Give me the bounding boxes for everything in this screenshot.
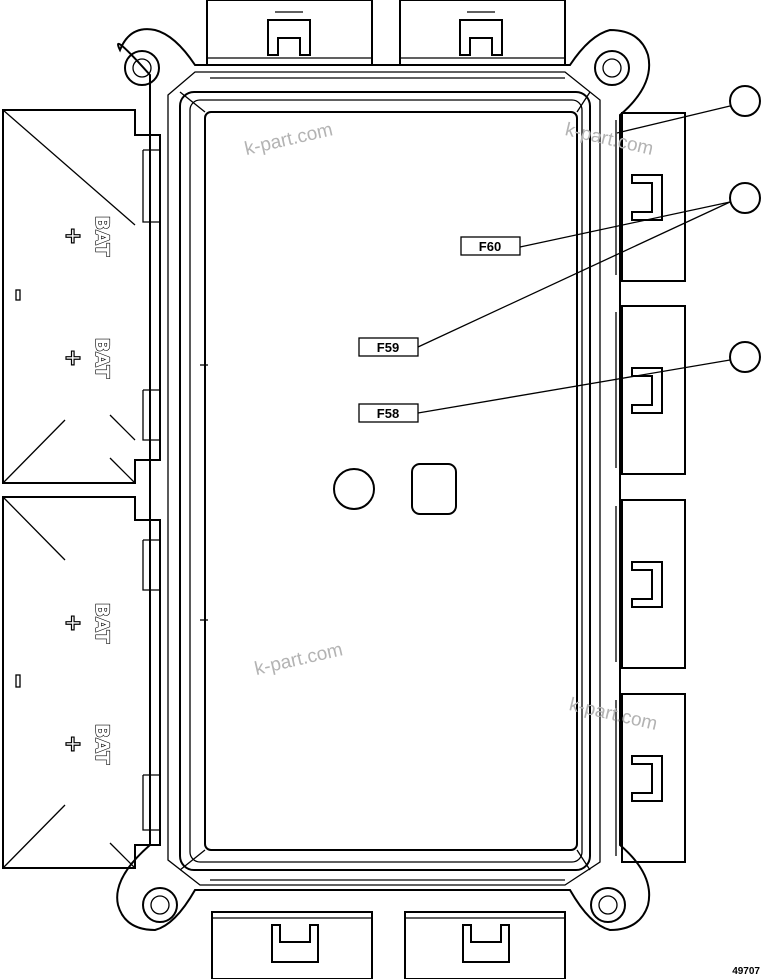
connector-bottom-left [211, 911, 373, 979]
mounting-hole-bottom-right [590, 887, 626, 923]
terminal-block-upper [2, 109, 161, 484]
callout-circle-3 [417, 341, 761, 414]
terminal-block-lower [2, 496, 161, 869]
connector-top-left [206, 0, 373, 66]
watermark-1: k-part.com [243, 119, 335, 160]
connector-right-3 [615, 499, 686, 669]
bat-terminal-label-3: BAT + [59, 602, 113, 644]
bat-text-4: BAT [91, 724, 113, 765]
fuse-label-f60: F60 [460, 236, 521, 256]
connector-bottom-right [404, 911, 566, 979]
connector-right-4 [615, 693, 686, 863]
fuse-label-f59-text: F59 [377, 340, 399, 355]
fuse-label-f60-text: F60 [479, 239, 501, 254]
bat-text-3: BAT [91, 603, 113, 644]
callout-circle-2 [417, 182, 761, 348]
fuse-label-f59: F59 [358, 337, 419, 357]
connector-right-1 [615, 112, 686, 282]
bat-text-1: BAT [91, 216, 113, 257]
watermark-4: k-part.com [567, 694, 659, 735]
center-square-hole [411, 463, 457, 515]
bat-sign-4: + [60, 735, 85, 753]
bat-terminal-label-1: BAT + [59, 215, 113, 257]
callout-circle-1 [616, 85, 761, 134]
bat-terminal-label-2: BAT + [59, 337, 113, 379]
mounting-hole-top-left [124, 50, 160, 86]
bat-text-2: BAT [91, 338, 113, 379]
fuse-label-f58: F58 [358, 403, 419, 423]
housing-outline [116, 28, 651, 932]
bat-sign-1: + [60, 227, 85, 245]
center-round-hole [333, 468, 375, 510]
connector-right-2 [615, 305, 686, 475]
bat-sign-3: + [60, 614, 85, 632]
mounting-hole-top-right [594, 50, 630, 86]
bat-terminal-label-4: BAT + [59, 723, 113, 765]
figure-number: 49707 [732, 966, 760, 977]
fuse-label-f58-text: F58 [377, 406, 399, 421]
mounting-hole-bottom-left [142, 887, 178, 923]
connector-top-right [399, 0, 566, 66]
bat-sign-2: + [60, 349, 85, 367]
watermark-3: k-part.com [253, 639, 345, 680]
